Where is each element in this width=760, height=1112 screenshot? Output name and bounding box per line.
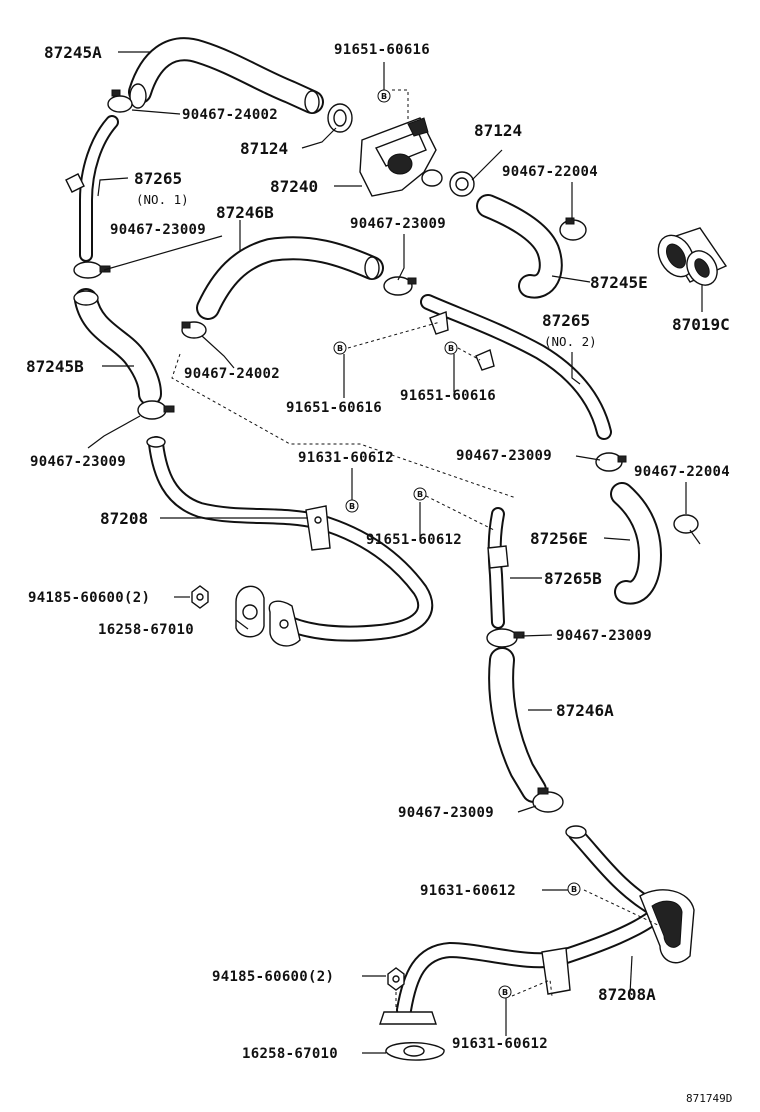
label-no1: (NO. 1) xyxy=(136,192,189,207)
pipe-87208A xyxy=(379,825,695,1025)
label-91651-60616-mid-b: 91651-60616 xyxy=(400,388,496,404)
label-87019C: 87019C xyxy=(672,315,730,334)
ref-mark: B xyxy=(349,502,355,511)
label-87265-no1: 87265 xyxy=(134,169,182,188)
label-87256E: 87256E xyxy=(530,529,588,548)
clamp-icon-group xyxy=(73,89,701,813)
ref-mark-group: B B B B B B B xyxy=(333,89,581,999)
label-87240: 87240 xyxy=(270,177,318,196)
label-90467-23009-d: 90467-23009 xyxy=(456,448,552,464)
hose-87245E xyxy=(476,194,563,299)
dashed-reference-lines xyxy=(171,89,661,1010)
label-90467-23009-b: 90467-23009 xyxy=(350,216,446,232)
label-90467-22004-right: 90467-22004 xyxy=(634,464,730,480)
ref-mark: B xyxy=(571,885,577,894)
hose-87245B xyxy=(73,288,162,406)
ref-mark: B xyxy=(381,92,387,101)
clamp-icon xyxy=(449,171,475,197)
gasket-icon xyxy=(235,585,265,638)
label-94185-60600-b: 94185-60600(2) xyxy=(212,969,334,985)
pipe-87265-no1 xyxy=(65,115,119,262)
label-87265B: 87265B xyxy=(544,569,602,588)
hose-87245A xyxy=(128,37,324,114)
label-87124-right: 87124 xyxy=(474,121,522,140)
bolt-icon xyxy=(387,967,405,991)
ref-mark: B xyxy=(337,344,343,353)
label-16258-67010-a: 16258-67010 xyxy=(98,622,194,638)
label-91631-60612-b: 91631-60612 xyxy=(420,883,516,899)
ref-mark: B xyxy=(502,988,508,997)
pipe-87265-no2 xyxy=(420,294,612,440)
clamp-icon xyxy=(532,787,564,813)
label-87246A: 87246A xyxy=(556,701,614,720)
clamp-icon xyxy=(486,628,525,648)
clamp-icon xyxy=(327,103,353,133)
leader-lines xyxy=(87,51,703,1054)
clamp-icon xyxy=(107,89,133,113)
label-87208A: 87208A xyxy=(598,985,656,1004)
ref-mark: B xyxy=(417,490,423,499)
clamp-icon xyxy=(559,217,587,241)
label-91651-60612: 91651-60612 xyxy=(366,532,462,548)
label-94185-60600-a: 94185-60600(2) xyxy=(28,590,150,606)
label-87245B: 87245B xyxy=(26,357,84,376)
label-91651-60616-mid-a: 91651-60616 xyxy=(286,400,382,416)
label-90467-23009-c: 90467-23009 xyxy=(30,454,126,470)
pipe-87265B xyxy=(487,507,509,629)
bolt-icon xyxy=(191,585,209,609)
clamp-icon xyxy=(673,514,701,545)
label-90467-22004-top: 90467-22004 xyxy=(502,164,598,180)
valve-87240 xyxy=(359,117,443,197)
clamp-icon xyxy=(73,261,111,279)
clamp-icon xyxy=(595,452,627,472)
hose-87246B xyxy=(196,236,384,320)
hose-87246A xyxy=(488,647,547,803)
label-91631-60612-c: 91631-60612 xyxy=(452,1036,548,1052)
part-87019C xyxy=(657,227,728,286)
clamp-icon xyxy=(383,276,417,296)
label-16258-67010-b: 16258-67010 xyxy=(242,1046,338,1062)
hose-87256E xyxy=(610,482,662,605)
clamp-icon xyxy=(181,321,207,339)
label-90467-24002-mid: 90467-24002 xyxy=(184,366,280,382)
label-90467-23009-a: 90467-23009 xyxy=(110,222,206,238)
label-91651-60616: 91651-60616 xyxy=(334,42,430,58)
clamp-icon xyxy=(137,400,175,420)
label-90467-24002: 90467-24002 xyxy=(182,107,278,123)
ref-mark: B xyxy=(448,344,454,353)
label-91631-60612-a: 91631-60612 xyxy=(298,450,394,466)
part-labels: 87245A 91651-60616 90467-24002 87124 871… xyxy=(26,42,732,1105)
label-90467-23009-e: 90467-23009 xyxy=(556,628,652,644)
label-87246B: 87246B xyxy=(216,203,274,222)
label-87124-left: 87124 xyxy=(240,139,288,158)
diagram-id: 871749D xyxy=(686,1092,732,1105)
gasket-icon xyxy=(385,1042,445,1061)
label-87245E: 87245E xyxy=(590,273,648,292)
label-87208: 87208 xyxy=(100,509,148,528)
label-87265-no2: 87265 xyxy=(542,311,590,330)
label-87245A: 87245A xyxy=(44,43,102,62)
label-90467-23009-f: 90467-23009 xyxy=(398,805,494,821)
pipe-87208 xyxy=(146,436,434,647)
label-no2: (NO. 2) xyxy=(544,334,597,349)
